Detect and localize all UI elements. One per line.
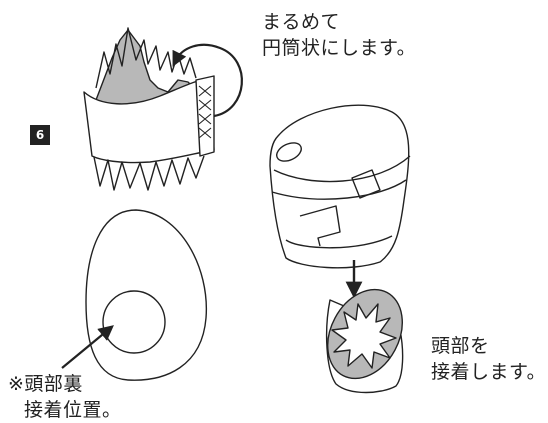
helmet-rim xyxy=(285,235,393,249)
position-caption-line1: ※頭部裏 xyxy=(8,373,83,395)
glue-tab xyxy=(195,75,215,157)
glue-crosses xyxy=(198,85,212,139)
helmet-head-illustration xyxy=(269,104,411,299)
head-back-egg xyxy=(61,209,208,381)
glue-position-circle xyxy=(102,290,166,354)
helmet-side-detail xyxy=(351,169,381,199)
helmet-band-line xyxy=(271,179,407,200)
position-caption-line2: 接着位置。 xyxy=(24,399,122,421)
attach-caption-line2: 接着します。 xyxy=(431,361,547,383)
helmet-visor xyxy=(276,142,302,162)
tube-inner-spikes xyxy=(331,303,397,369)
roll-arrow xyxy=(172,43,243,118)
strip-bottom-spikes xyxy=(93,155,205,191)
step-number-badge: 6 xyxy=(30,125,50,145)
helmet-dome-line xyxy=(273,155,411,183)
attach-caption-line1: 頭部を xyxy=(431,335,490,357)
roll-caption-line1: まるめて xyxy=(262,11,341,33)
rolled-strip-illustration xyxy=(83,27,243,191)
roll-caption-line2: 円筒状にします。 xyxy=(262,37,417,59)
head-tube-illustration xyxy=(325,288,404,394)
helmet-outline xyxy=(269,104,410,269)
position-arrow xyxy=(61,325,114,369)
helmet-lower-detail xyxy=(299,205,341,247)
